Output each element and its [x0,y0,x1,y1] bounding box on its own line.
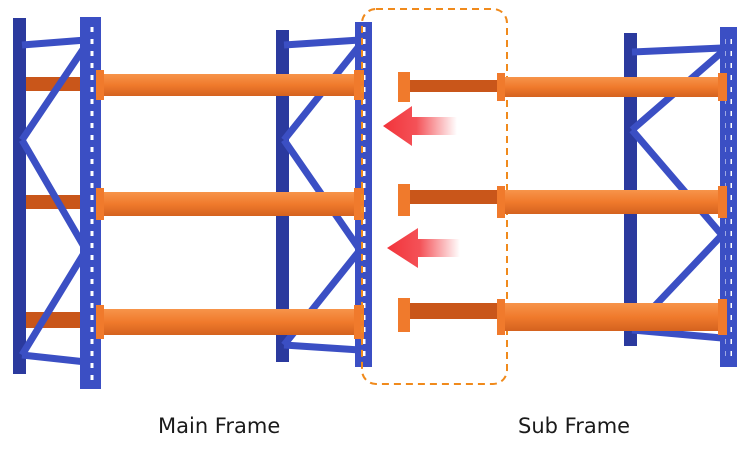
main-left-bracing [18,36,90,366]
arrow-left-icon [387,228,460,268]
upright [624,33,637,346]
sub-frame [398,27,737,367]
main-frame [13,17,372,389]
main-front-beams [96,70,364,339]
arrow-left-icon [383,106,457,146]
sub-frame-caption: Sub Frame [518,414,631,438]
sub-front-beams [497,73,727,335]
sub-bracing [629,44,725,342]
upright [13,18,26,374]
main-frame-caption: Main Frame [158,414,281,438]
